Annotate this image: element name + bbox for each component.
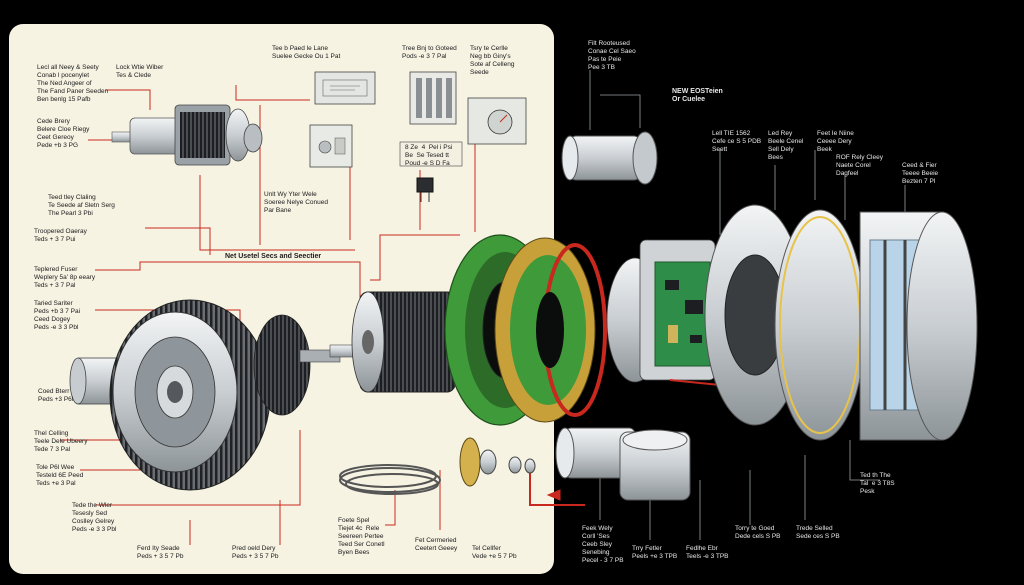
callout-dark-mid-b: Led Rey Beele Cenel Sell Dely Bees [768, 130, 804, 161]
rear-housing-stack [704, 204, 978, 441]
green-stator [444, 234, 607, 426]
callout-top-center-c: Tsry te Cerlle Neg bb Giny's Sote af Cel… [470, 45, 515, 76]
callout-top-center-a: Tee b Paed le Lane Suelee Gecke Ou 1 Pat [272, 45, 341, 60]
callout-dark-bottom-d: Torry te Goed Dede cels S PB [735, 525, 781, 540]
control-box-a [314, 71, 376, 105]
callout-dark-lower-a: Ted th The Tal e 3 T8S Pesk [860, 472, 895, 495]
callout-top-left-b: Lock Wtie Wiber Tes & Clede [116, 64, 164, 79]
top-motor-assembly [111, 104, 263, 166]
callout-left-f: Tede the Wler Tesesly Sed Coslley Gelrey… [72, 502, 117, 533]
callout-small-tag: 8 Ze 4 Pel i Psi Be Se Tesed tt Poud -e … [405, 144, 453, 167]
center-banner-label: Net Usetel Secs and Seectier [225, 253, 322, 260]
rotor-assembly [329, 291, 456, 393]
callout-left-d: Thel Celling Teele Dele Ubeery Tede 7 3 … [34, 430, 88, 453]
callout-mid-small: Unlt Wy Yter Wele Soeree Nelye Conued Pa… [264, 191, 328, 214]
info-tag [399, 141, 463, 167]
callout-upper-left-c: Cede Brery Belere Cloe Riegy Ceet Gereoy… [37, 118, 90, 149]
top-bearing-cap [561, 131, 658, 185]
control-box-b [309, 124, 353, 168]
callout-dark-bottom-c: Fedlhe Ebr Teels -e 3 TPB [686, 545, 729, 560]
callout-bottom-e: Tel Cellfer Vede +e 5 7 Pb [472, 545, 517, 560]
callout-left-a: Teplered Fuser Weplery 5a' 8p eeary Teds… [34, 266, 96, 289]
callout-left-b: Taried Sariter Peds +b 3 7 Pai Ceed Doge… [34, 300, 81, 331]
callout-left-c: Coed Bterr Peds +3 P6l [38, 388, 74, 403]
callout-dark-bottom-e: Trede Selled Sede ces S PB [796, 525, 840, 540]
callout-left-mid-a: Teed tley Claling Te Seede af Sletn Serg… [48, 194, 115, 217]
callout-top-left-a: Lecl all Neey & Seety Conab l pocenylet … [37, 64, 109, 103]
callout-dark-mid-e: Ceed & Fier Teeee Beeie Bezten 7 Pl [902, 162, 939, 185]
callout-dark-bottom-a: Feek Wely Corll 'Ses Ceeb Sley Senebing … [582, 525, 624, 564]
callout-dark-mid-c: Feet Ie Niine Ceeee Dery Beek [817, 130, 854, 153]
heat-sink-module [409, 71, 457, 125]
callout-bottom-d: Fet Cermeried Ceetert Geeey [415, 537, 458, 552]
callout-dark-top-b: NEW EOSTeien Or Cuelee [672, 88, 723, 103]
callout-bottom-a: Ferd Ity Seade Peds + 3 5 7 Pb [137, 545, 184, 560]
callout-bottom-b: Pred oeld Dery Peds + 3 5 7 Pb [232, 545, 279, 560]
callout-dark-mid-d: ROF Rely Cleey Naete Corel Dagfeel [836, 154, 883, 177]
finned-end-housing [69, 299, 341, 491]
callout-dark-top-a: Filt Rooteused Conae Cel Saeo Pas te Pei… [588, 40, 636, 71]
connector-plug [416, 177, 434, 202]
bottom-gear-motor [555, 427, 691, 501]
callout-bottom-c: Foete Spel Tiejet 4c Rele Seereen Pertee… [338, 517, 385, 556]
dark-leader-lines [585, 70, 906, 540]
gauge-module [467, 97, 527, 145]
callout-left-e: Tole P6l Wee Testeld 6E Peed Teds +e 3 P… [36, 464, 84, 487]
cable-coil [339, 464, 441, 495]
small-gear-parts [459, 437, 536, 487]
callout-dark-mid-a: Lell TIE 1562 Cefe ce S 5 PDB Seett [712, 130, 762, 153]
callout-dark-bottom-b: Trry Fetler Peels +e 3 TPB [632, 545, 678, 560]
electronics-endcap [606, 239, 721, 386]
callout-top-center-b: Tree Bnj to Goteed Pods -e 3 7 Pal [402, 45, 457, 60]
callout-left-mid-b: Troopered Oaeray Teds + 3 7 Pui [34, 228, 87, 243]
